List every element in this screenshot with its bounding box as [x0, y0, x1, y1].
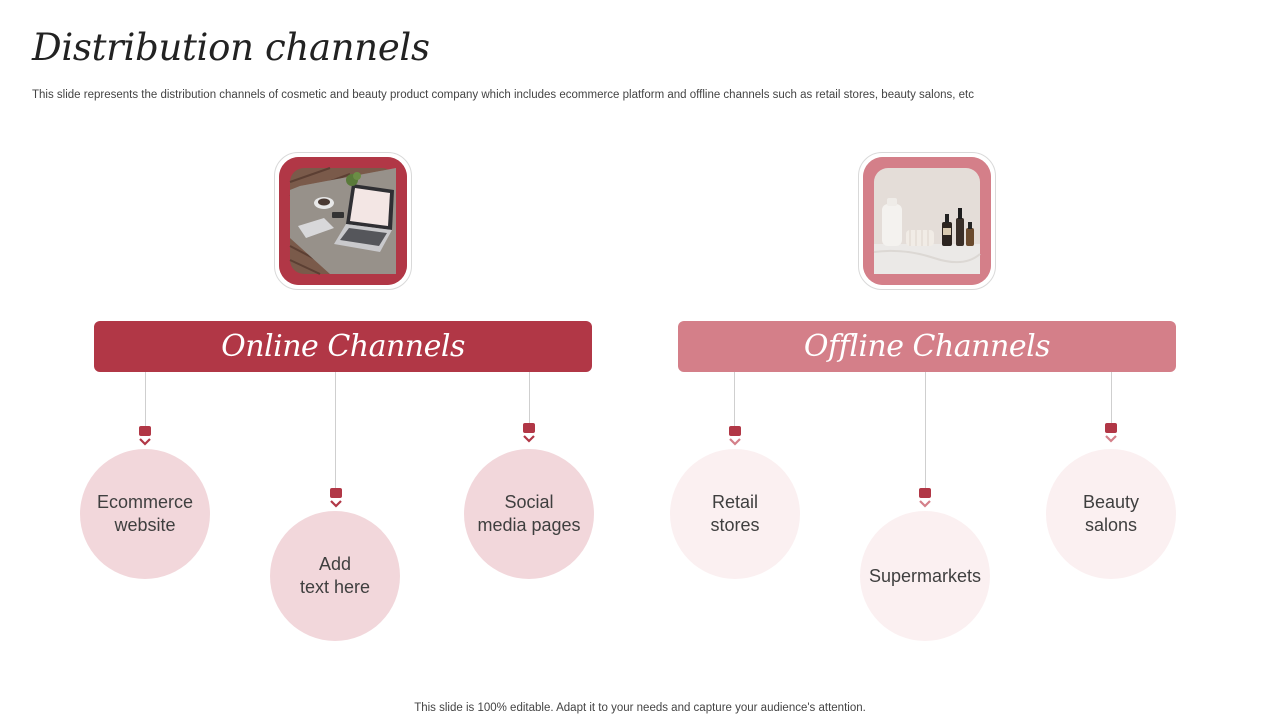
channel-circle-add-text: Add text here	[270, 511, 400, 641]
footer-note: This slide is 100% editable. Adapt it to…	[414, 702, 866, 714]
channel-label-line: media pages	[477, 515, 581, 535]
channel-circle-supermarkets: Supermarkets	[860, 511, 990, 641]
offline-photo-tile	[858, 152, 996, 290]
connector-marker	[138, 426, 152, 448]
offline-channels-banner: Offline Channels	[678, 321, 1176, 372]
channel-label-line: website	[114, 515, 176, 535]
connector-line	[529, 372, 530, 428]
channel-circle-ecommerce: Ecommerce website	[80, 449, 210, 579]
channel-circle-retail: Retail stores	[670, 449, 800, 579]
channel-label-line: text here	[299, 577, 371, 597]
connector-marker	[522, 423, 536, 445]
online-channels-heading: Online Channels	[221, 329, 465, 364]
laptop-desk-photo	[279, 157, 407, 285]
connector-marker	[1104, 423, 1118, 445]
connector-line	[1111, 372, 1112, 428]
channel-label-line: salons	[1084, 515, 1138, 535]
channel-label-line: Retail	[711, 492, 759, 512]
connector-marker	[728, 426, 742, 448]
offline-channels-heading: Offline Channels	[803, 329, 1051, 364]
page-subtitle: This slide represents the distribution c…	[32, 89, 975, 101]
channel-label-line: Supermarkets	[868, 565, 982, 586]
online-photo-tile	[274, 152, 412, 290]
connector-line	[145, 372, 146, 428]
channel-label-line: Beauty	[1082, 492, 1140, 512]
page-title: Distribution channels	[32, 26, 430, 69]
channel-label-line: stores	[710, 515, 760, 535]
online-channels-banner: Online Channels	[94, 321, 592, 372]
connector-marker	[918, 488, 932, 510]
connector-line	[734, 372, 735, 428]
connector-line	[335, 372, 336, 490]
cosmetic-bottles-photo	[863, 157, 991, 285]
channel-label-line: Add	[318, 554, 352, 574]
channel-circle-social-media: Social media pages	[464, 449, 594, 579]
channel-circle-beauty-salons: Beauty salons	[1046, 449, 1176, 579]
connector-line	[925, 372, 926, 490]
channel-label-line: Ecommerce	[96, 492, 194, 512]
connector-marker	[329, 488, 343, 510]
channel-label-line: Social	[504, 492, 554, 512]
